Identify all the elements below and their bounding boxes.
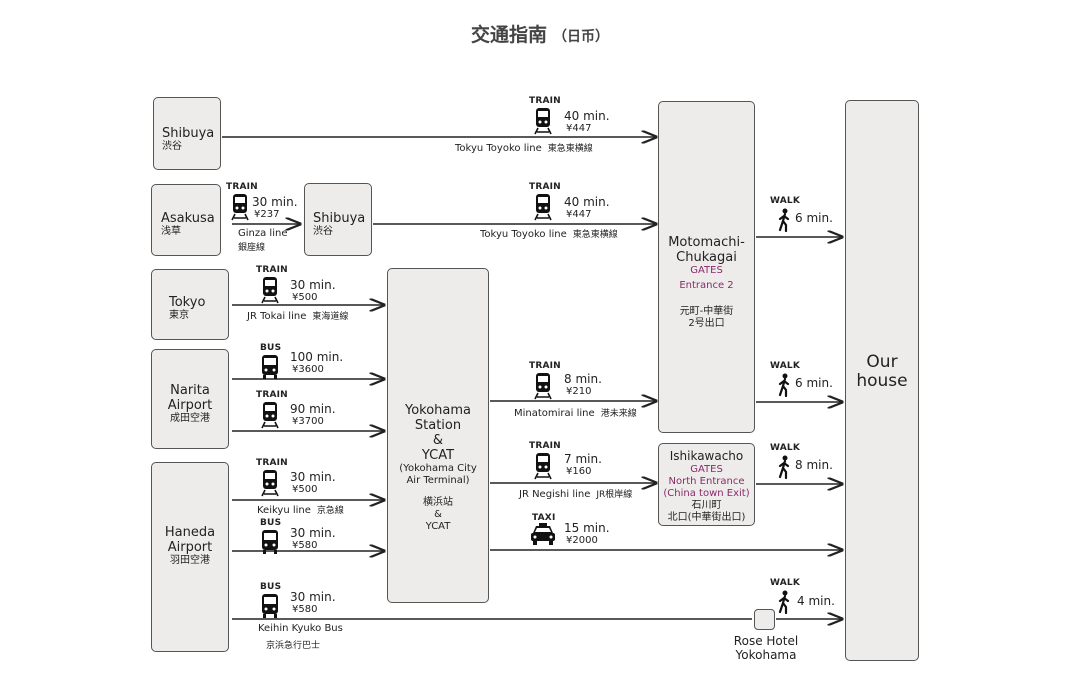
route-price: ¥500 bbox=[292, 292, 318, 303]
route-time: 30 min. bbox=[290, 590, 336, 604]
taxi-icon bbox=[531, 523, 555, 545]
route-price: ¥3700 bbox=[292, 416, 324, 427]
box-ishikawacho: Ishikawacho GATES North Entrance (China … bbox=[658, 443, 755, 526]
rose-hotel-label: Rose Hotel Yokohama bbox=[733, 634, 799, 662]
route-price: ¥210 bbox=[566, 386, 592, 397]
train-icon bbox=[534, 108, 552, 135]
route-time: 30 min. bbox=[252, 195, 298, 209]
train-icon bbox=[534, 453, 552, 480]
walk-icon bbox=[778, 455, 790, 479]
walk-label: WALK bbox=[770, 443, 800, 453]
walk-time: 6 min. bbox=[795, 211, 833, 225]
route-line-name: Ginza line bbox=[238, 228, 288, 239]
walk-icon bbox=[778, 590, 790, 614]
train-icon bbox=[261, 470, 279, 497]
box-shibuya-origin: Shibuya 渋谷 bbox=[153, 97, 221, 170]
box-yokohama-station: Yokohama Station & YCAT (Yokohama City A… bbox=[387, 268, 489, 603]
train-icon bbox=[261, 402, 279, 429]
route-time: 40 min. bbox=[564, 109, 610, 123]
route-time: 8 min. bbox=[564, 372, 602, 386]
train-icon bbox=[534, 194, 552, 221]
route-time: 100 min. bbox=[290, 350, 344, 364]
route-line-jp: 京浜急行巴士 bbox=[266, 641, 321, 651]
title-main: 交通指南 bbox=[470, 24, 547, 46]
route-time: 90 min. bbox=[290, 402, 336, 416]
walk-label: WALK bbox=[770, 196, 800, 206]
box-tokyo: Tokyo 東京 bbox=[151, 269, 229, 340]
mode-label: TRAIN bbox=[226, 182, 258, 192]
walk-icon bbox=[778, 373, 790, 397]
route-line-jp: 銀座線 bbox=[238, 243, 266, 253]
train-icon bbox=[534, 373, 552, 400]
bus-icon bbox=[262, 530, 278, 554]
box-motomachi-chukagai: Motomachi- Chukagai GATES Entrance 2 元町-… bbox=[658, 101, 755, 433]
walk-time: 4 min. bbox=[797, 594, 835, 608]
bus-icon bbox=[262, 594, 278, 618]
walk-time: 6 min. bbox=[795, 376, 833, 390]
route-price: ¥237 bbox=[254, 209, 280, 220]
route-time: 15 min. bbox=[564, 521, 610, 535]
mode-label: TRAIN bbox=[529, 182, 561, 192]
route-price: ¥3600 bbox=[292, 364, 324, 375]
route-price: ¥447 bbox=[566, 209, 592, 220]
mode-label: TRAIN bbox=[256, 458, 288, 468]
route-price: ¥580 bbox=[292, 604, 318, 615]
box-narita-airport: Narita Airport 成田空港 bbox=[151, 349, 229, 449]
walk-label: WALK bbox=[770, 578, 800, 588]
bus-icon bbox=[262, 355, 278, 379]
mode-label: TRAIN bbox=[256, 265, 288, 275]
mode-label: TRAIN bbox=[529, 441, 561, 451]
rose-hotel-marker bbox=[754, 609, 775, 630]
train-icon bbox=[231, 194, 249, 221]
box-shibuya-transfer: Shibuya 渋谷 bbox=[304, 183, 372, 256]
walk-icon bbox=[778, 208, 790, 232]
mode-label: TRAIN bbox=[256, 390, 288, 400]
route-price: ¥2000 bbox=[566, 535, 598, 546]
box-haneda-airport: Haneda Airport 羽田空港 bbox=[151, 462, 229, 652]
walk-time: 8 min. bbox=[795, 458, 833, 472]
route-price: ¥580 bbox=[292, 540, 318, 551]
mode-label: TRAIN bbox=[529, 96, 561, 106]
title-sub: （日币） bbox=[553, 29, 609, 45]
route-time: 30 min. bbox=[290, 278, 336, 292]
route-time: 7 min. bbox=[564, 452, 602, 466]
route-time: 30 min. bbox=[290, 526, 336, 540]
mode-label: BUS bbox=[260, 343, 282, 353]
route-line-name: Keihin Kyuko Bus bbox=[258, 623, 343, 634]
train-icon bbox=[261, 277, 279, 304]
box-our-house: Our house bbox=[845, 100, 919, 661]
mode-label: BUS bbox=[260, 582, 282, 592]
route-price: ¥447 bbox=[566, 123, 592, 134]
mode-label: BUS bbox=[260, 518, 282, 528]
route-price: ¥500 bbox=[292, 484, 318, 495]
page-title: 交通指南 （日币） bbox=[0, 20, 1080, 47]
route-time: 40 min. bbox=[564, 195, 610, 209]
mode-label: TRAIN bbox=[529, 361, 561, 371]
mode-label: TAXI bbox=[532, 513, 556, 523]
walk-label: WALK bbox=[770, 361, 800, 371]
route-time: 30 min. bbox=[290, 470, 336, 484]
route-price: ¥160 bbox=[566, 466, 592, 477]
box-asakusa: Asakusa 浅草 bbox=[151, 184, 221, 256]
